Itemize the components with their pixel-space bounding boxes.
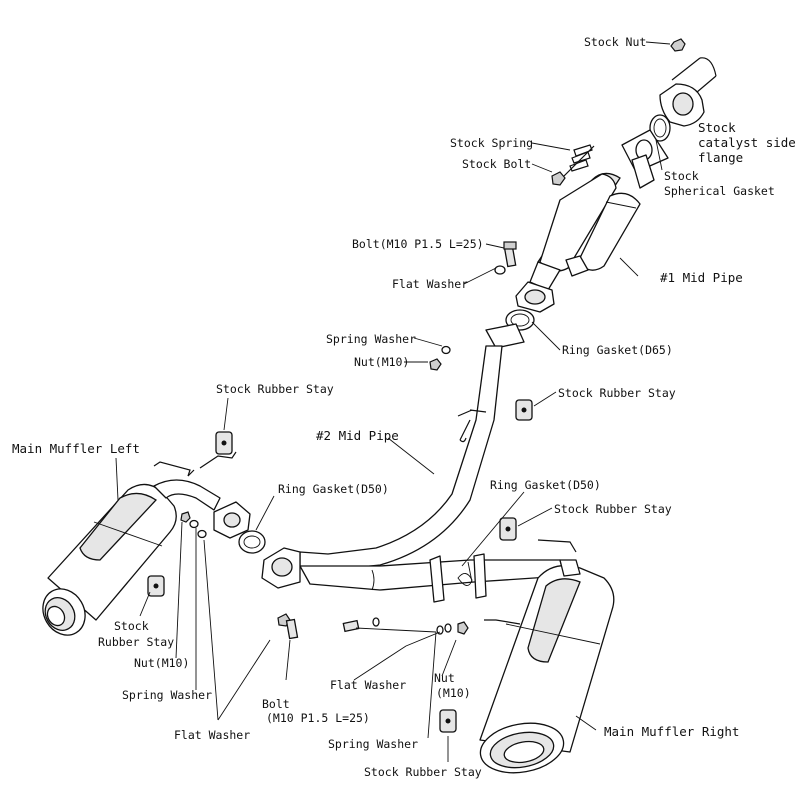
label-nut-left: Nut(M10)	[134, 656, 189, 670]
stock-rubber-stay-right	[499, 517, 517, 541]
label-stock-rubber-stay-right: Stock Rubber Stay	[554, 502, 672, 516]
stock-rubber-stay-bottom	[439, 709, 457, 733]
bolt-m10-top	[503, 241, 517, 268]
main-muffler-left	[42, 483, 177, 636]
label-ring-gasket-d50-right: Ring Gasket(D50)	[490, 478, 601, 492]
label-stock-spherical-2: Spherical Gasket	[664, 184, 775, 198]
left-flange	[213, 501, 251, 539]
label-flat-washer-bottom: Flat Washer	[330, 678, 406, 692]
mid-pipe-1	[529, 129, 669, 291]
main-muffler-left-inlet-pipe	[153, 461, 221, 511]
leader-lines	[115, 41, 671, 762]
label-bolt-top: Bolt(M10 P1.5 L=25)	[352, 237, 484, 251]
label-main-muffler-right: Main Muffler Right	[604, 724, 739, 739]
label-ring-gasket-d65: Ring Gasket(D65)	[562, 343, 673, 357]
label-stock-nut: Stock Nut	[584, 35, 646, 49]
stock-rubber-stay-mid	[515, 399, 533, 421]
left-bolt-set	[180, 511, 207, 539]
bolt-m10-bottom	[277, 613, 299, 640]
label-mid-pipe-1: #1 Mid Pipe	[660, 270, 743, 285]
main-muffler-right-inlet-pipe	[484, 539, 581, 625]
label-spring-washer-top: Spring Washer	[326, 332, 416, 346]
label-main-muffler-left: Main Muffler Left	[12, 441, 140, 456]
label-spring-washer-left: Spring Washer	[122, 688, 212, 702]
label-stock-catalyst-1: Stock	[698, 120, 736, 135]
label-flat-washer-top: Flat Washer	[392, 277, 468, 291]
label-nut-top: Nut(M10)	[354, 355, 409, 369]
mid-pipe-1-flange	[515, 281, 555, 313]
label-mid-pipe-2: #2 Mid Pipe	[316, 428, 399, 443]
label-flat-washer-left: Flat Washer	[174, 728, 250, 742]
stock-catalyst-flange	[659, 83, 705, 127]
stock-rubber-stay-left-bottom	[147, 575, 165, 597]
mid-pipe-2	[261, 323, 565, 603]
callout-labels: Stock Nut Stock catalyst side flange Sto…	[12, 35, 796, 779]
label-ring-gasket-d50-left: Ring Gasket(D50)	[278, 482, 389, 496]
label-stock-rubber-stay-left-1: Stock	[114, 619, 149, 633]
main-muffler-right	[479, 564, 615, 774]
label-stock-spherical-1: Stock	[664, 169, 699, 183]
label-stock-rubber-stay-mid: Stock Rubber Stay	[558, 386, 676, 400]
label-bolt-bottom-2: (M10 P1.5 L=25)	[266, 711, 370, 725]
stock-spring-and-bolt	[551, 144, 595, 186]
washer-nut-right	[436, 621, 469, 635]
stock-spherical-gasket	[649, 114, 671, 142]
label-bolt-bottom-1: Bolt	[262, 697, 290, 711]
label-stock-catalyst-2: catalyst side	[698, 135, 796, 150]
label-stock-rubber-stay-left-2: Rubber Stay	[98, 635, 174, 649]
ring-gasket-d50-left	[238, 530, 266, 554]
stock-rubber-stay-left-top	[199, 431, 237, 469]
label-stock-spring: Stock Spring	[450, 136, 533, 150]
bolt-flat-washer-bottom	[342, 617, 380, 633]
label-stock-catalyst-3: flange	[698, 150, 743, 165]
label-stock-rubber-stay-bottom: Stock Rubber Stay	[364, 765, 482, 779]
ring-gasket-d50-right	[457, 573, 473, 586]
label-nut-right-2: (M10)	[436, 686, 471, 700]
nut-m10-top	[429, 358, 442, 371]
label-nut-right-1: Nut	[434, 671, 455, 685]
label-spring-washer-bottom: Spring Washer	[328, 737, 418, 751]
stock-nut	[670, 38, 686, 52]
spring-washer-top	[441, 345, 451, 355]
flat-washer-top	[494, 265, 506, 275]
label-stock-rubber-stay-left-top: Stock Rubber Stay	[216, 382, 334, 396]
label-stock-bolt: Stock Bolt	[462, 157, 531, 171]
